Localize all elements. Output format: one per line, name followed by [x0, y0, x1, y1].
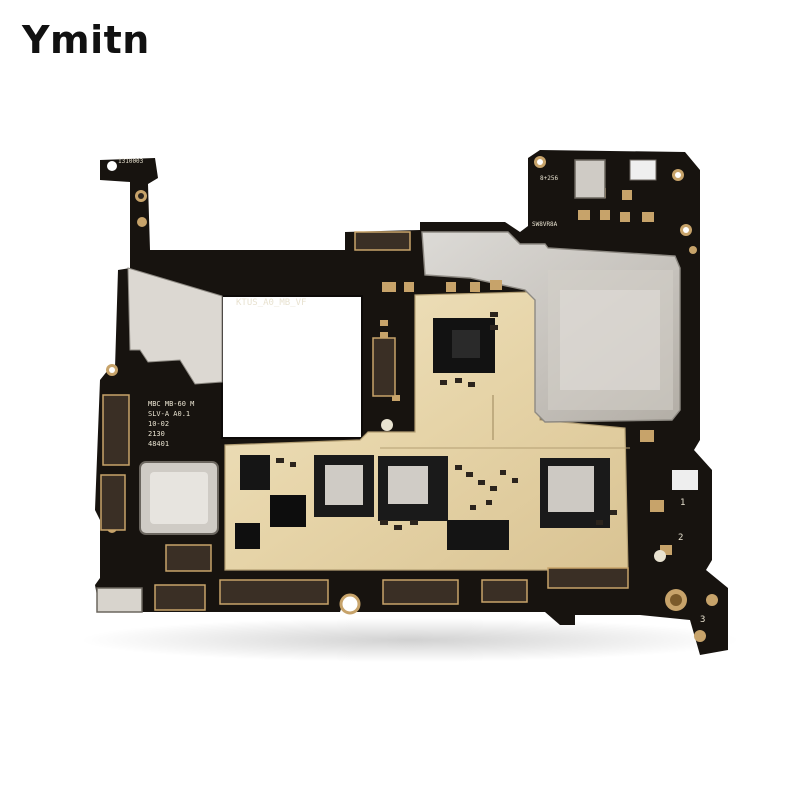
- silk-side-line: SLV-A A0.1: [148, 410, 190, 418]
- silk-side-line: 10-02: [148, 420, 169, 428]
- silk-top-left-code: 1310003: [118, 158, 144, 165]
- board-cutout: [222, 296, 362, 438]
- silk-side-line: 48401: [148, 440, 169, 448]
- silk-side-line: MBC MB-60 M: [148, 400, 194, 408]
- silk-side-line: 2130: [148, 430, 165, 438]
- silk-top-right-code-1: 8+256: [540, 175, 558, 182]
- small-shield: [127, 267, 223, 385]
- silk-model-label: KTUS_A0_MB_VF: [236, 298, 306, 308]
- chip: [240, 455, 270, 490]
- silk-digit-2: 2: [678, 533, 683, 543]
- silk-top-right-code-2: SW8VR8A: [532, 221, 558, 228]
- silk-digit-3: 3: [700, 615, 705, 625]
- silk-side-block: MBC MB-60 M SLV-A A0.1 10-02 2130 48401: [148, 400, 194, 448]
- chip: [447, 520, 509, 550]
- chip: [235, 523, 260, 549]
- silk-digit-1: 1: [680, 498, 685, 508]
- brand-logo-text: Ymitn: [22, 18, 150, 62]
- smd-components: [276, 312, 617, 530]
- chip: [270, 495, 306, 527]
- board-connectors: [96, 159, 657, 613]
- board-shadow: [80, 618, 740, 662]
